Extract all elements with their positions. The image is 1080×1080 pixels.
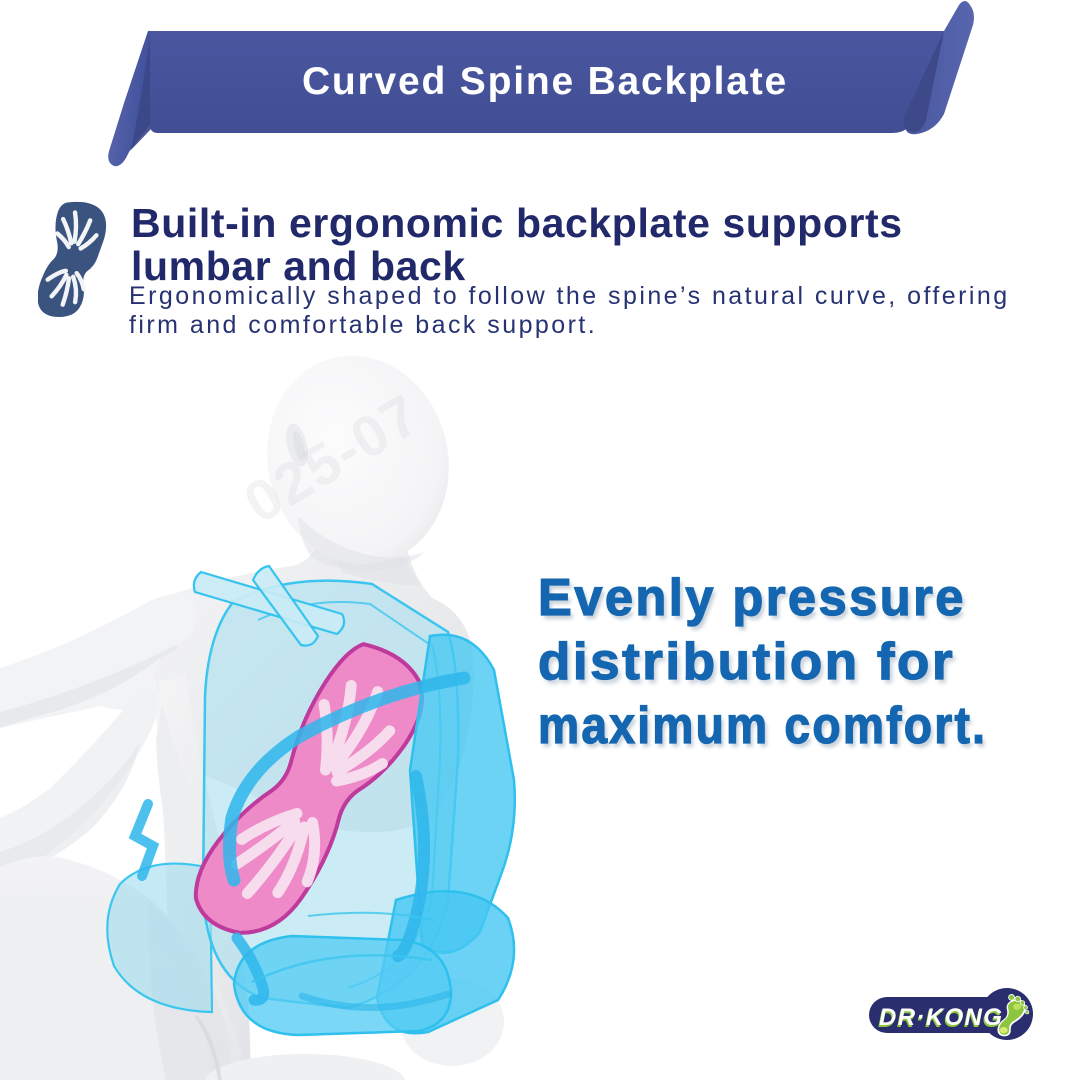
svg-text:DR·KONG: DR·KONG — [878, 1006, 1002, 1033]
svg-text:DR·KONG: DR·KONG — [879, 1004, 1003, 1031]
